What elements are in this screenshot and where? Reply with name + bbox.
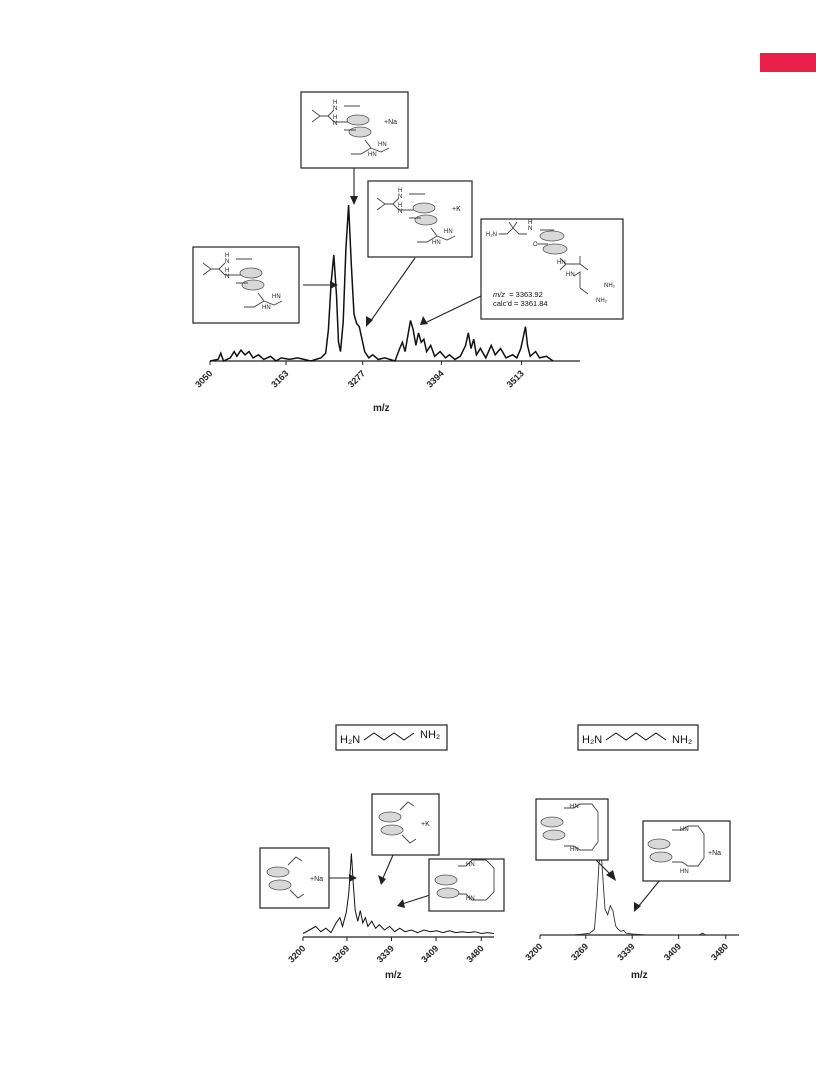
svg-text:HN: HN (368, 152, 377, 158)
svg-text:H: H (333, 100, 337, 106)
bl-x-ticks: 3200 3269 3339 3409 3480 (286, 937, 486, 965)
svg-text:NH₂: NH₂ (604, 283, 616, 289)
x-tick-label: 3409 (662, 941, 683, 962)
label-k: +K (452, 206, 461, 213)
svg-text:HN: HN (466, 896, 475, 902)
structure-box-left: H N H N HN HN (192, 246, 300, 324)
page-tab-marker (760, 53, 816, 72)
svg-text:H: H (333, 115, 337, 121)
x-tick-label: 3394 (425, 368, 446, 389)
label-na: +Na (384, 119, 397, 126)
svg-text:N: N (225, 259, 229, 265)
top-spectrum-trace (209, 204, 554, 363)
x-tick-label: 3200 (286, 943, 307, 964)
svg-text:N: N (225, 274, 229, 280)
reagent-box-right: H₂N NH₂ (577, 724, 699, 751)
top-arrows (303, 168, 482, 327)
svg-text:HN: HN (272, 294, 281, 300)
bl-arrows (322, 854, 431, 908)
br-x-ticks: 3200 3269 3339 3409 3480 (523, 935, 730, 963)
br-box-main: HN HN (535, 798, 609, 861)
svg-text:H: H (225, 268, 229, 274)
svg-text:HN: HN (570, 804, 579, 810)
svg-text:H: H (398, 188, 402, 194)
x-tick-label: 3480 (709, 941, 730, 962)
mz-observed: m/z = 3363.92 (493, 290, 543, 299)
svg-text:H: H (398, 203, 402, 209)
top-x-ticks: 3050 3163 3277 3394 3513 (193, 361, 526, 390)
svg-text:O: O (533, 242, 538, 248)
svg-text:HN: HN (466, 862, 475, 868)
x-tick-label: 3050 (193, 368, 214, 389)
x-tick-label: 3409 (419, 943, 440, 964)
svg-text:H₂N: H₂N (582, 734, 602, 746)
br-spectrum-trace (540, 850, 739, 936)
x-tick-label: 3277 (346, 368, 367, 389)
svg-text:HN: HN (680, 869, 689, 875)
svg-text:HN: HN (566, 272, 575, 278)
svg-text:HN: HN (262, 305, 271, 311)
x-tick-label: 3163 (269, 368, 290, 389)
bl-x-axis-label: m/z (385, 970, 402, 981)
mz-calculated: calc'd = 3361.84 (493, 299, 548, 308)
svg-text:HN: HN (680, 827, 689, 833)
bl-box-macrocycle: HN HN (428, 858, 505, 912)
svg-text:H₂N: H₂N (340, 734, 360, 746)
svg-text:HN: HN (444, 229, 453, 235)
reagent-box-left: H₂N NH₂ (335, 724, 448, 751)
svg-text:HN: HN (378, 142, 387, 148)
svg-text:+Na: +Na (708, 850, 721, 857)
svg-text:HN: HN (557, 260, 566, 266)
x-tick-label: 3480 (464, 943, 485, 964)
svg-text:H: H (528, 220, 532, 226)
svg-text:NH₂: NH₂ (596, 298, 608, 304)
structure-box-na: H N H N HN HN +Na (300, 91, 409, 169)
svg-text:NH₂: NH₂ (420, 729, 440, 741)
br-arrows (587, 851, 661, 912)
svg-text:N: N (398, 194, 402, 200)
svg-text:HN: HN (432, 240, 441, 246)
x-tick-label: 3339 (615, 941, 636, 962)
br-box-na: HN HN +Na (642, 820, 731, 882)
svg-text:HN: HN (570, 847, 579, 853)
x-tick-label: 3200 (523, 941, 544, 962)
arrow-right-peak (426, 295, 482, 323)
svg-text:N: N (333, 106, 337, 112)
top-x-axis-label: m/z (373, 403, 390, 414)
x-tick-label: 3269 (569, 941, 590, 962)
bl-spectrum-trace (302, 853, 495, 935)
x-tick-label: 3513 (505, 368, 526, 389)
x-tick-label: 3339 (375, 943, 396, 964)
svg-text:N: N (528, 226, 532, 232)
structure-box-k: H N H N HN HN +K (367, 180, 473, 258)
svg-text:H: H (225, 253, 229, 259)
svg-text:+Na: +Na (310, 876, 323, 883)
br-x-axis-label: m/z (631, 970, 648, 981)
svg-text:NH₂: NH₂ (672, 734, 692, 746)
arrow-k-peak (369, 257, 416, 323)
svg-text:+K: +K (421, 821, 430, 828)
bl-box-k: +K (371, 793, 440, 856)
structure-box-right: H₂N N H O HN HN NH₂ NH₂ m/z = 3363.92 ca… (480, 218, 624, 320)
svg-text:N: N (333, 121, 337, 127)
svg-text:N: N (398, 209, 402, 215)
bl-box-na: +Na (259, 847, 330, 909)
x-tick-label: 3269 (330, 943, 351, 964)
svg-text:H₂N: H₂N (486, 232, 497, 238)
